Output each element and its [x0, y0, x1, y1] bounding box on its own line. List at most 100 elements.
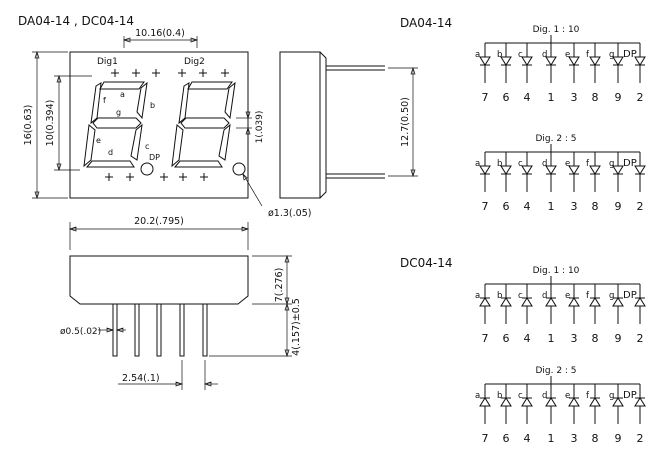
- digit2-seg-c: [218, 123, 231, 161]
- schematic-diode: [479, 165, 491, 175]
- digit2-seg-b: [224, 81, 236, 120]
- schematic-seg-label: f: [586, 291, 590, 301]
- schematic-seg-label: d: [542, 159, 547, 169]
- schematic-pin-number: 9: [615, 200, 622, 213]
- schematic-pin-number: 8: [592, 200, 599, 213]
- schematic-pin-number: 7: [482, 332, 489, 345]
- dim-height-label: 16(0.63): [23, 105, 34, 146]
- plus-marks-top: [111, 69, 229, 77]
- schematic-diode: [634, 165, 646, 175]
- bottom-body: [69, 255, 249, 305]
- digit1-label-c: c: [145, 142, 149, 151]
- schematic-pin-number: 9: [615, 91, 622, 104]
- schematic-diode: [479, 397, 491, 407]
- schematic-pin-number: 3: [571, 91, 578, 104]
- schematic-diode: [634, 397, 646, 407]
- schematic-seg-label: g: [609, 391, 614, 401]
- digit2-dp: [232, 162, 246, 176]
- digit1-seg-c: [130, 123, 143, 161]
- digit2-seg-f: [178, 82, 190, 125]
- schematic-seg-label: b: [497, 391, 502, 401]
- dim-body-height-label: 7(.276): [274, 268, 285, 303]
- schematic-pin-number: 6: [503, 432, 510, 445]
- digit-1: [83, 81, 148, 168]
- schematic-pin-number: 4: [524, 200, 531, 213]
- schematic-diode: [545, 165, 557, 175]
- schematic-diode: [612, 397, 624, 407]
- dig2-label: Dig2: [184, 57, 205, 67]
- schematic-seg-label: f: [586, 50, 590, 60]
- schematic-seg-label: DP: [623, 158, 637, 169]
- digit1-label-f: f: [103, 96, 106, 105]
- schematic-diode: [568, 165, 580, 175]
- schematic-diode: [612, 297, 624, 307]
- schematic-seg-label: a: [475, 291, 480, 301]
- dim-pin-dia-label: ø0.5(.02): [60, 327, 101, 337]
- schematic-diode: [612, 56, 624, 66]
- schematic-pin-number: 2: [637, 432, 644, 445]
- digit1-label-g: g: [116, 108, 121, 117]
- schematic-pin-number: 1: [548, 200, 555, 213]
- schematic-seg-label: e: [565, 291, 570, 301]
- front-view: 10.16(0.4) 16(0.63) 10(0.394) Dig1 Dig2: [23, 28, 311, 219]
- schematic-diode: [634, 297, 646, 307]
- schematic-pin-number: 6: [503, 200, 510, 213]
- schematic-seg-label: c: [518, 391, 523, 401]
- schematic-diode: [479, 56, 491, 66]
- digit1-label-a: a: [120, 90, 125, 99]
- schematic-pin-number: 9: [615, 332, 622, 345]
- digit1-seg-d: [85, 160, 135, 168]
- schematic-diode: [500, 165, 512, 175]
- schematic-seg-label: c: [518, 291, 523, 301]
- digit1-seg-a: [99, 81, 145, 90]
- schematic-diode: [521, 56, 533, 66]
- digit-2: [171, 81, 236, 168]
- dim-top-label: 10.16(0.4): [135, 28, 185, 39]
- digit1-dp: [140, 162, 154, 176]
- schematic-diode: [589, 56, 601, 66]
- schematic-seg-label: e: [565, 50, 570, 60]
- schematic-pin-number: 9: [615, 432, 622, 445]
- dim-digit-height-label: 10(0.394): [45, 100, 56, 147]
- schematic-diode: [521, 165, 533, 175]
- digit2-seg-a: [187, 81, 233, 90]
- digit1-seg-g: [92, 117, 142, 129]
- schematic-seg-label: c: [518, 50, 523, 60]
- schematic-diode: [521, 397, 533, 407]
- schematic-pin-number: 1: [548, 332, 555, 345]
- schematic-diode: [479, 297, 491, 307]
- schematic-header: Dig. 2 : 5: [535, 366, 576, 376]
- schematic-pin-number: 7: [482, 91, 489, 104]
- schematic-pin-number: 7: [482, 432, 489, 445]
- schematic-pin-number: 3: [571, 200, 578, 213]
- plus-marks-bottom: [105, 173, 208, 181]
- dim-width-label: 20.2(.795): [134, 216, 184, 227]
- schematic-pin-number: 3: [571, 332, 578, 345]
- dim-dp-dia-label: ø1.3(.05): [268, 208, 311, 219]
- schematic-seg-label: b: [497, 50, 502, 60]
- schematic-diode: [545, 397, 557, 407]
- schematic-diode: [634, 56, 646, 66]
- schematic-pin-number: 4: [524, 332, 531, 345]
- schematic-diode: [545, 297, 557, 307]
- digit1-label-b: b: [150, 101, 155, 110]
- schematic-seg-label: a: [475, 159, 480, 169]
- schematic-pin-number: 8: [592, 332, 599, 345]
- front-body: [69, 51, 249, 199]
- schematic-pin-number: 1: [548, 432, 555, 445]
- schematic-seg-label: g: [609, 291, 614, 301]
- schematic-pin-number: 7: [482, 200, 489, 213]
- schematic-header: Dig. 1 : 10: [533, 266, 580, 276]
- schematic-header: Dig. 2 : 5: [535, 134, 576, 144]
- side-body: [279, 51, 321, 199]
- schematic-seg-label: b: [497, 159, 502, 169]
- bottom-pins: [112, 303, 208, 357]
- schematic-pin-number: 4: [524, 432, 531, 445]
- schematic-pin-number: 8: [592, 432, 599, 445]
- schematic-section-title: DC04-14: [400, 256, 453, 270]
- schematic-diode: [521, 297, 533, 307]
- schematic-seg-label: b: [497, 291, 502, 301]
- schematic-seg-label: DP: [623, 290, 637, 301]
